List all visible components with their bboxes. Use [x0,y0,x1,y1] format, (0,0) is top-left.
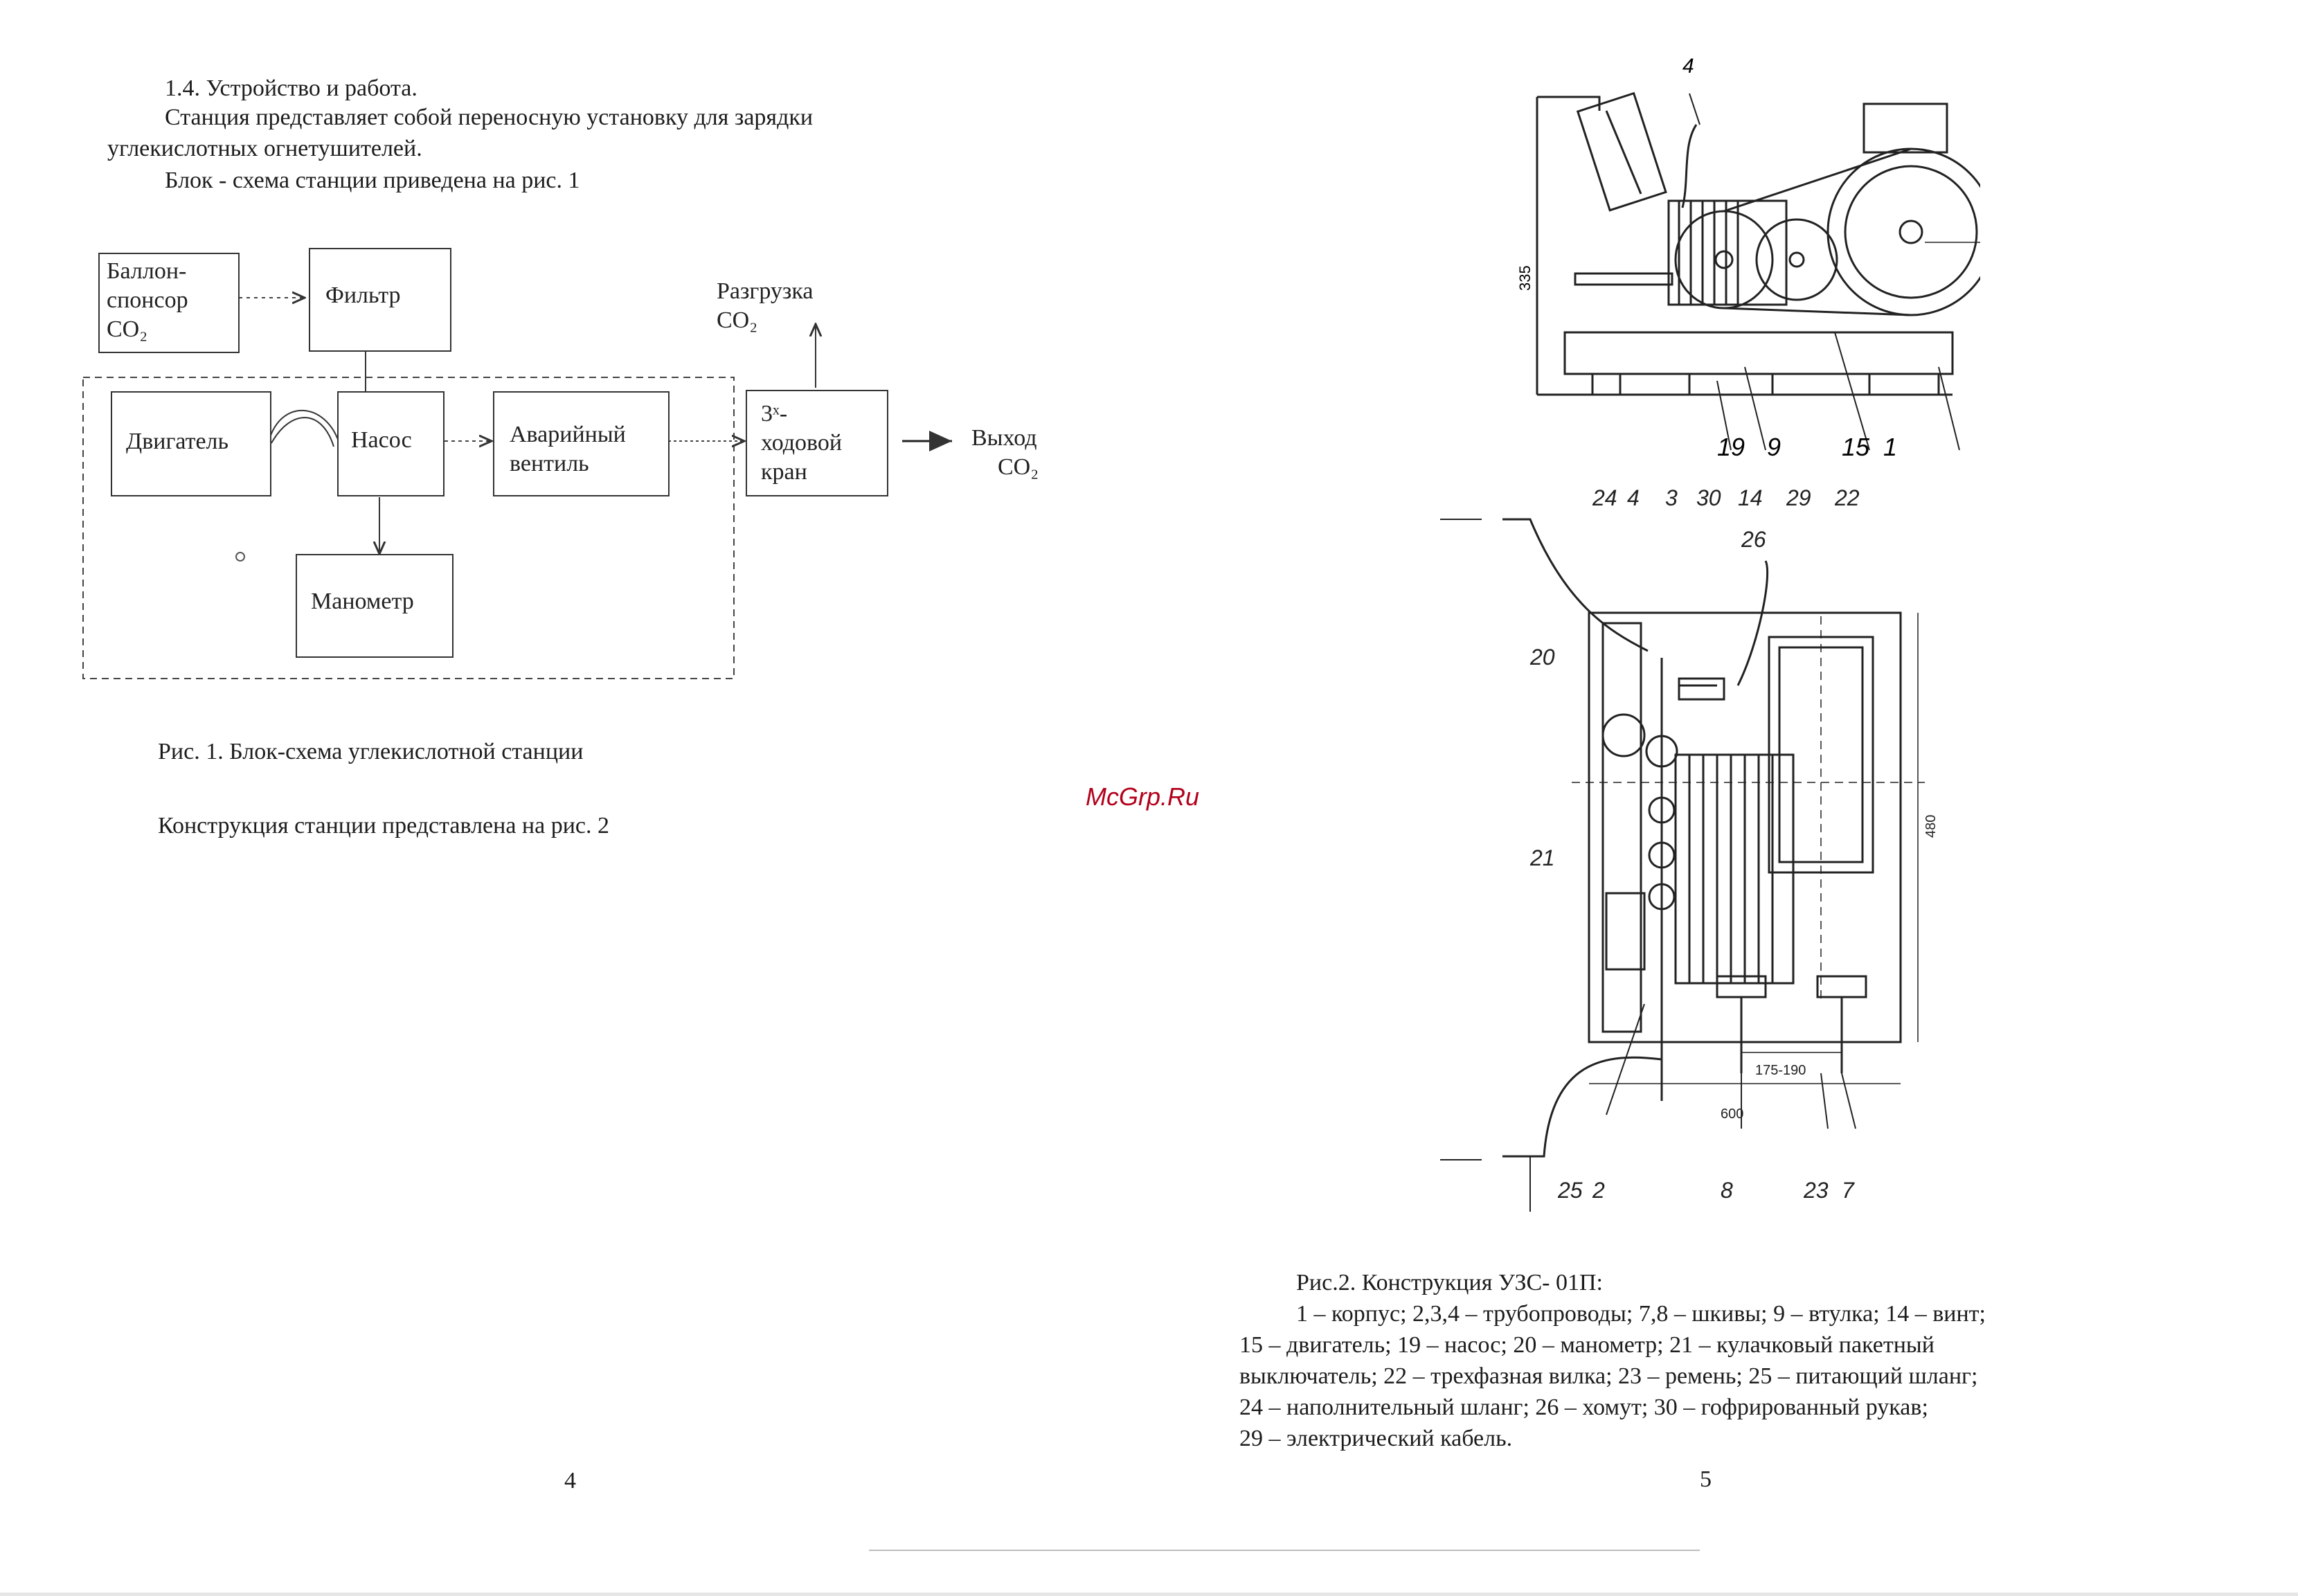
dim-belt: 175-190 [1755,1063,1806,1078]
label-4b: 4 [1627,485,1640,510]
scan-rule [869,1550,1700,1551]
paragraph-line: Станция представляет собой переносную ус… [165,105,814,130]
section-heading: 1.4. Устройство и работа. [165,75,418,101]
crane-label-2: ходовой [761,430,843,456]
manometer-label: Манометр [311,589,414,614]
paragraph-line: Блок - схема станции приведена на рис. 1 [165,168,580,193]
crane-block: 3ˣ- ходовой кран [746,390,888,496]
label-22: 22 [1834,485,1860,510]
label-29: 29 [1786,485,1811,510]
figure-caption-2-line: выключатель; 22 – трехфазная вилка; 23 –… [1239,1363,1978,1389]
side-view-drawing: 4 19 9 15 1 335 180 [1516,55,1980,461]
label-23: 23 [1803,1178,1829,1203]
pump-block: Насос [337,391,445,496]
figure-caption-2-line: 29 – электрический кабель. [1239,1426,1513,1451]
valve-block: Аварийный вентиль [493,391,670,496]
label-25: 25 [1557,1178,1583,1203]
balloon-label-3: CO₂ [107,316,148,342]
label-2: 2 [1592,1178,1605,1203]
balloon-label-1: Баллон- [107,258,187,284]
label-15: 15 [1842,433,1870,461]
pump-label: Насос [351,427,412,453]
label-7: 7 [1842,1178,1855,1203]
balloon-block: Баллон- спонсор CO₂ [98,253,240,353]
dashed-enclosure [82,377,735,679]
label-4: 4 [1682,55,1694,78]
figure-caption-1: Рис. 1. Блок-схема углекислотной станции [158,739,584,764]
scan-edge [0,1593,2298,1596]
label-21: 21 [1529,845,1555,870]
dim-plan-side: 480 [1923,815,1939,838]
manometer-block: Манометр [296,554,454,658]
block-diagram: Баллон- спонсор CO₂ Фильтр Двигатель Нас… [0,0,1108,727]
output-label-2: CO₂ [998,454,1039,480]
valve-label-1: Аварийный [510,422,626,447]
engine-label: Двигатель [126,429,229,454]
label-19: 19 [1717,433,1745,461]
dim-top-height: 335 [1516,265,1534,291]
watermark: McGrp.Ru [1086,782,1200,811]
crane-label-1: 3ˣ- [761,401,788,427]
filter-block: Фильтр [309,248,451,352]
label-8: 8 [1721,1178,1733,1203]
label-14: 14 [1738,485,1763,510]
paragraph-line: углекислотных огнетушителей. [107,136,422,161]
crane-label-3: кран [761,459,807,485]
engine-block: Двигатель [111,391,271,496]
output-label: Выход CO₂ [971,424,1039,482]
unload-label-2: CO₂ [717,307,758,333]
page-number-right: 5 [1700,1467,1712,1492]
page-number-left: 4 [564,1468,576,1494]
diagram-connectors [82,0,952,679]
valve-label-2: вентиль [510,451,589,476]
figure-caption-2-line: 15 – двигатель; 19 – насос; 20 – маномет… [1239,1332,1935,1358]
label-3: 3 [1665,485,1678,510]
plan-view-drawing: 24 4 3 30 14 29 22 26 20 21 25 2 8 23 7 … [1440,485,1939,1212]
label-26: 26 [1741,527,1766,552]
label-20: 20 [1529,645,1555,670]
unload-label: Разгрузка CO₂ [717,277,813,335]
label-30: 30 [1696,485,1721,510]
label-1: 1 [1883,433,1897,461]
unload-label-1: Разгрузка [717,278,814,304]
filter-label: Фильтр [325,283,401,308]
paragraph-line: Конструкция станции представлена на рис.… [158,813,609,839]
figure-caption-2-line: 1 – корпус; 2,3,4 – трубопроводы; 7,8 – … [1296,1301,1986,1327]
figure-caption-2-line: 24 – наполнительный шланг; 26 – хомут; 3… [1239,1395,1928,1420]
figure-caption-2-title: Рис.2. Конструкция УЗС- 01П: [1296,1270,1603,1295]
output-label-1: Выход [971,425,1037,451]
label-24: 24 [1592,485,1617,510]
balloon-label-2: спонсор [107,287,188,313]
label-9: 9 [1767,433,1781,461]
dim-width: 600 [1721,1106,1743,1122]
